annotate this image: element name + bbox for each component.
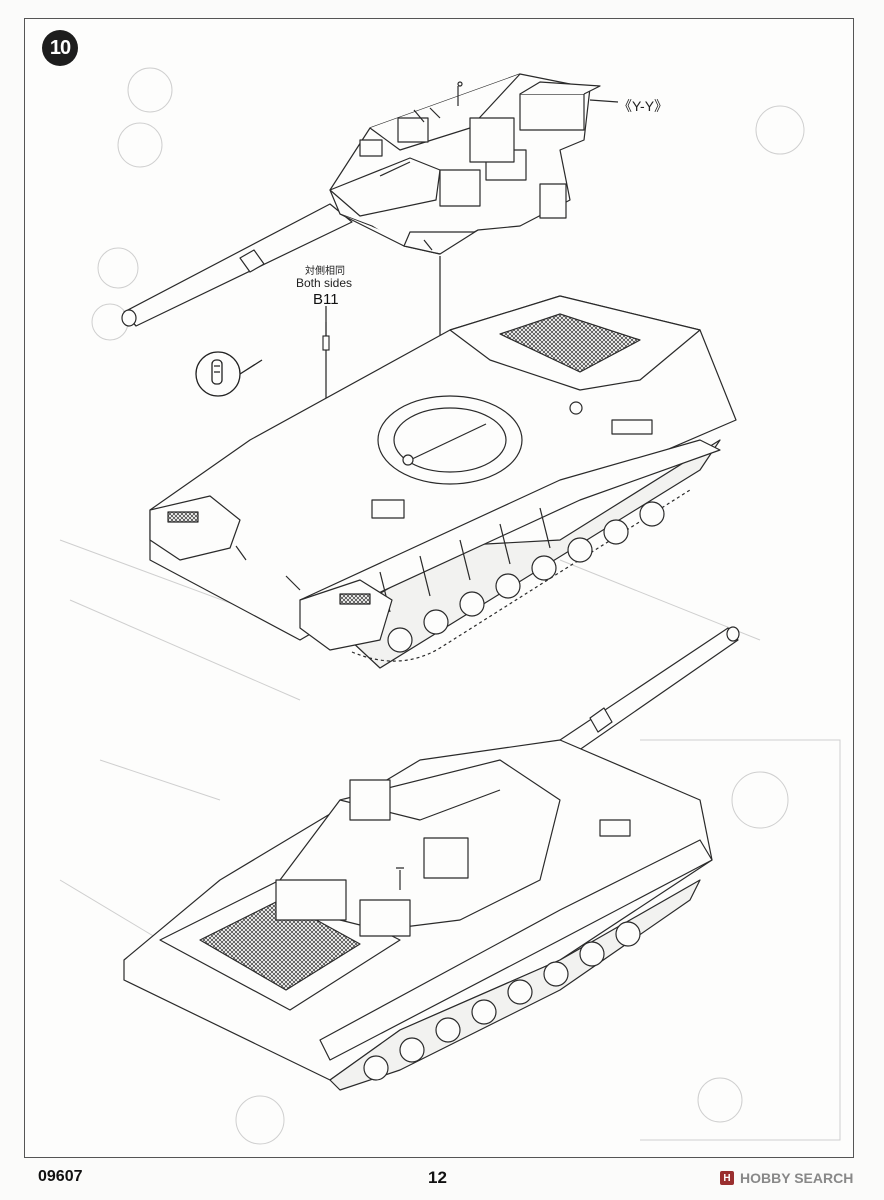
kit-code: 09607 [38,1168,83,1185]
b11-part [322,322,330,351]
completed-tank-drawing [123,626,740,1091]
watermark: H HOBBY SEARCH [720,1170,853,1186]
step-number-badge: 10 [42,30,78,66]
watermark-text: HOBBY SEARCH [740,1170,854,1186]
ghost-background [59,67,841,1145]
hull-drawing [149,295,737,669]
page-number: 12 [428,1168,447,1187]
both-sides-note-cn: 対側相同 [305,266,345,277]
view-callout-label: 《Y-Y》 [618,98,669,114]
both-sides-note-en: Both sides [296,276,353,290]
turret-drawing [121,73,619,327]
hobby-search-logo-icon: H [720,1171,734,1185]
part-id-label: B11 [313,291,339,308]
pin-part-icon [195,351,263,397]
